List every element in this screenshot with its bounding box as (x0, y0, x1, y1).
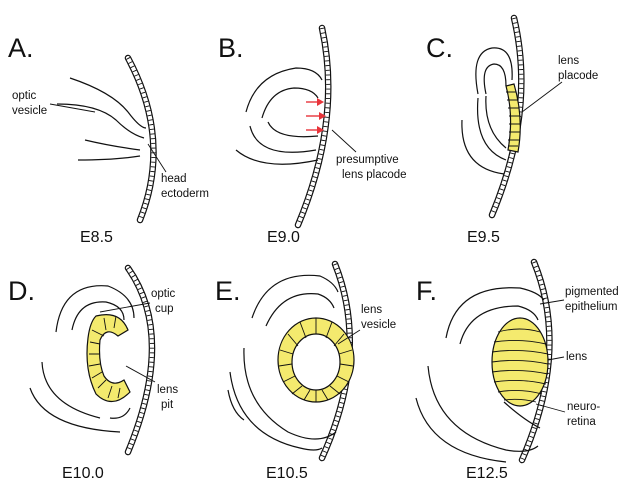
label-neuro-retina: neuro- retina (567, 401, 603, 428)
panel-d-optic-cup (30, 286, 134, 432)
panel-d: D. optic cup lens pit E10.0 (8, 268, 181, 482)
label-presumptive-lens-placode: presumptive lens placode (336, 154, 407, 181)
stage-label-f: E12.5 (466, 465, 508, 482)
panel-b-head-ectoderm (298, 28, 328, 225)
label-lens-pit: lens pit (157, 384, 181, 411)
panel-c: C. lens placode E9.5 (426, 18, 598, 246)
label-lens-vesicle: lens vesicle (361, 304, 396, 331)
stage-label-d: E10.0 (62, 465, 104, 482)
induction-arrow-1 (317, 98, 324, 106)
label-optic-vesicle: optic vesicle (12, 90, 47, 117)
panel-a-letter: A. (8, 33, 34, 63)
panel-f-letter: F. (416, 276, 437, 306)
stage-label-a: E8.5 (80, 229, 113, 246)
panel-b-letter: B. (218, 33, 244, 63)
stage-label-e: E10.5 (266, 465, 308, 482)
panel-c-optic-vesicle (462, 48, 512, 174)
panel-e-letter: E. (215, 276, 241, 306)
label-head-ectoderm: head ectoderm (161, 173, 209, 200)
label-lens-placode: lens placode (558, 55, 598, 82)
label-optic-cup: optic cup (151, 288, 179, 315)
stage-label-b: E9.0 (267, 229, 300, 246)
stage-label-c: E9.5 (467, 229, 500, 246)
panel-e-lens-vesicle (278, 318, 354, 402)
label-lens: lens (566, 351, 587, 363)
panel-d-lens-pit (87, 315, 130, 402)
panel-a-optic-vesicle (57, 78, 146, 160)
panel-a: A. optic vesicle head ectoderm E8.5 (8, 33, 209, 246)
panel-f-lens (492, 318, 548, 406)
panel-b: B. presumptive lens placode E9.0 (218, 28, 407, 246)
panel-f: F. pigmented epithelium lens neuro- reti… (416, 262, 622, 482)
panel-a-head-ectoderm (128, 58, 153, 220)
panel-c-letter: C. (426, 33, 453, 63)
panel-d-head-ectoderm (128, 268, 152, 452)
panel-d-letter: D. (8, 276, 35, 306)
panel-e: E. lens vesicle E10.5 (215, 264, 396, 482)
label-pigmented-epithelium: pigmented epithelium (565, 286, 622, 313)
